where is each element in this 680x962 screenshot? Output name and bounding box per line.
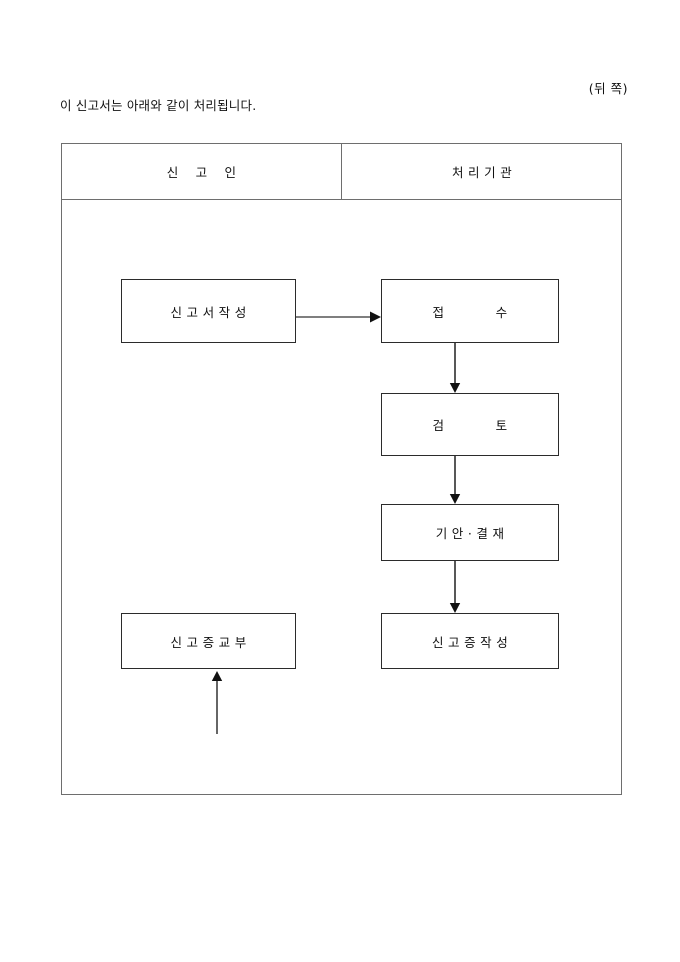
arrow-down-icon-draft-to-certificate bbox=[448, 561, 462, 614]
arrow-down-icon-review-to-draft bbox=[448, 456, 462, 505]
flow-node-receive: 접 수 bbox=[381, 279, 559, 343]
process-flow-table: 신 고 인 처 리 기 관 신 고 서 작 성 접 수 검 토 기 안 · 결 … bbox=[61, 143, 622, 795]
flow-node-review: 검 토 bbox=[381, 393, 559, 456]
intro-text: 이 신고서는 아래와 같이 처리됩니다. bbox=[60, 98, 257, 113]
header-column-divider bbox=[341, 144, 342, 200]
flow-node-make-certificate: 신 고 증 작 성 bbox=[381, 613, 559, 669]
flow-table-header-row: 신 고 인 처 리 기 관 bbox=[62, 144, 621, 200]
arrow-right-icon-form-to-receive bbox=[296, 310, 382, 324]
flow-node-write-form: 신 고 서 작 성 bbox=[121, 279, 296, 343]
arrow-up-icon-certificate-to-issue bbox=[210, 670, 224, 736]
flow-node-issue-certificate: 신 고 증 교 부 bbox=[121, 613, 296, 669]
flow-node-draft-approval: 기 안 · 결 재 bbox=[381, 504, 559, 561]
flow-diagram-canvas: 신 고 서 작 성 접 수 검 토 기 안 · 결 재 신 고 증 작 성 신 … bbox=[62, 200, 621, 794]
column-header-declarant: 신 고 인 bbox=[166, 165, 237, 180]
page-side-note: (뒤 쪽) bbox=[588, 81, 628, 96]
arrow-down-icon-receive-to-review bbox=[448, 343, 462, 394]
column-header-agency: 처 리 기 관 bbox=[451, 165, 513, 180]
